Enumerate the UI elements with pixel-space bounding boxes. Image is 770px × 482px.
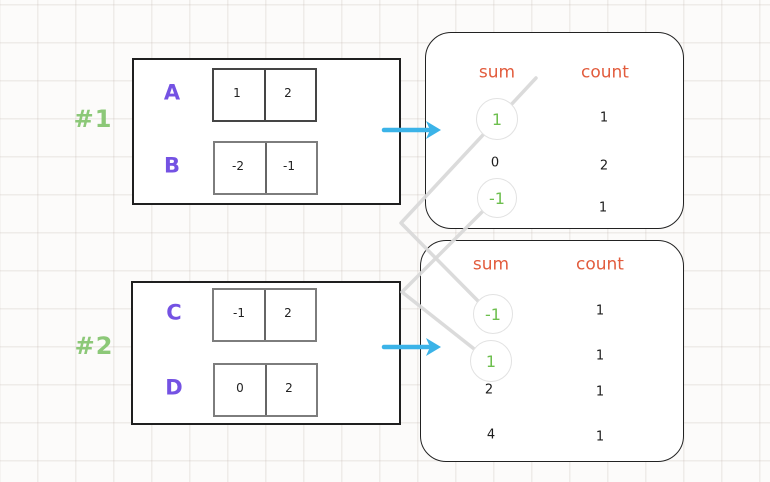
table2-sum-header: sum — [472, 254, 510, 275]
table2-count-header: count — [576, 254, 624, 275]
table2-count-value-3: 1 — [595, 384, 605, 400]
table1-sum-value-2: 0 — [490, 155, 500, 171]
array-a-cells — [212, 68, 317, 122]
table2-count-value-2: 1 — [595, 348, 605, 364]
group2-row-c-label: C — [166, 300, 182, 325]
array-c-cells — [212, 288, 317, 342]
table1-sum-circle-3: -1 — [477, 178, 517, 218]
table1-sum-header: sum — [478, 62, 516, 83]
array-a-value-0: 1 — [233, 86, 241, 100]
table1-count-value-1: 1 — [599, 110, 609, 126]
table2-sum-circle-1: -1 — [473, 294, 513, 334]
array-d-cells — [213, 363, 318, 417]
table2-sum-value-4: 4 — [486, 427, 496, 443]
array-a-value-1: 2 — [284, 86, 292, 100]
table2-sum-value-2: 1 — [485, 351, 497, 371]
table1-count-value-2: 2 — [599, 158, 609, 174]
array-d-cell-1 — [264, 365, 317, 415]
group2-tag: #2 — [74, 332, 114, 360]
array-c-value-1: 2 — [284, 306, 292, 320]
array-b-value-1: -1 — [283, 159, 295, 173]
array-b-value-0: -2 — [232, 159, 244, 173]
table2-sum-value-3: 2 — [484, 382, 494, 398]
table1-count-header: count — [581, 62, 629, 83]
group1-tag: #1 — [73, 105, 113, 133]
table2-count-value-4: 1 — [595, 429, 605, 445]
group2-row-d-label: D — [165, 375, 183, 400]
group1-row-a-label: A — [163, 80, 181, 105]
array-c-value-0: -1 — [233, 306, 245, 320]
table1-sum-circle-1: 1 — [476, 98, 518, 140]
table1-sum-value-3: -1 — [489, 188, 505, 208]
group1-row-b-label: B — [163, 153, 181, 178]
array-d-value-1: 2 — [285, 381, 293, 395]
table1-sum-value-1: 1 — [491, 109, 503, 129]
array-d-value-0: 0 — [236, 381, 244, 395]
sum-count-table-1 — [425, 32, 684, 229]
table2-sum-value-1: -1 — [485, 304, 501, 324]
table1-count-value-3: 1 — [598, 200, 608, 216]
array-b-cells — [213, 141, 318, 195]
array-c-cell-1 — [263, 290, 316, 340]
array-a-cell-1 — [263, 70, 316, 120]
table2-sum-circle-2: 1 — [470, 340, 512, 382]
array-b-cell-1 — [264, 143, 317, 193]
table2-count-value-1: 1 — [595, 303, 605, 319]
sum-count-table-2 — [420, 240, 684, 462]
